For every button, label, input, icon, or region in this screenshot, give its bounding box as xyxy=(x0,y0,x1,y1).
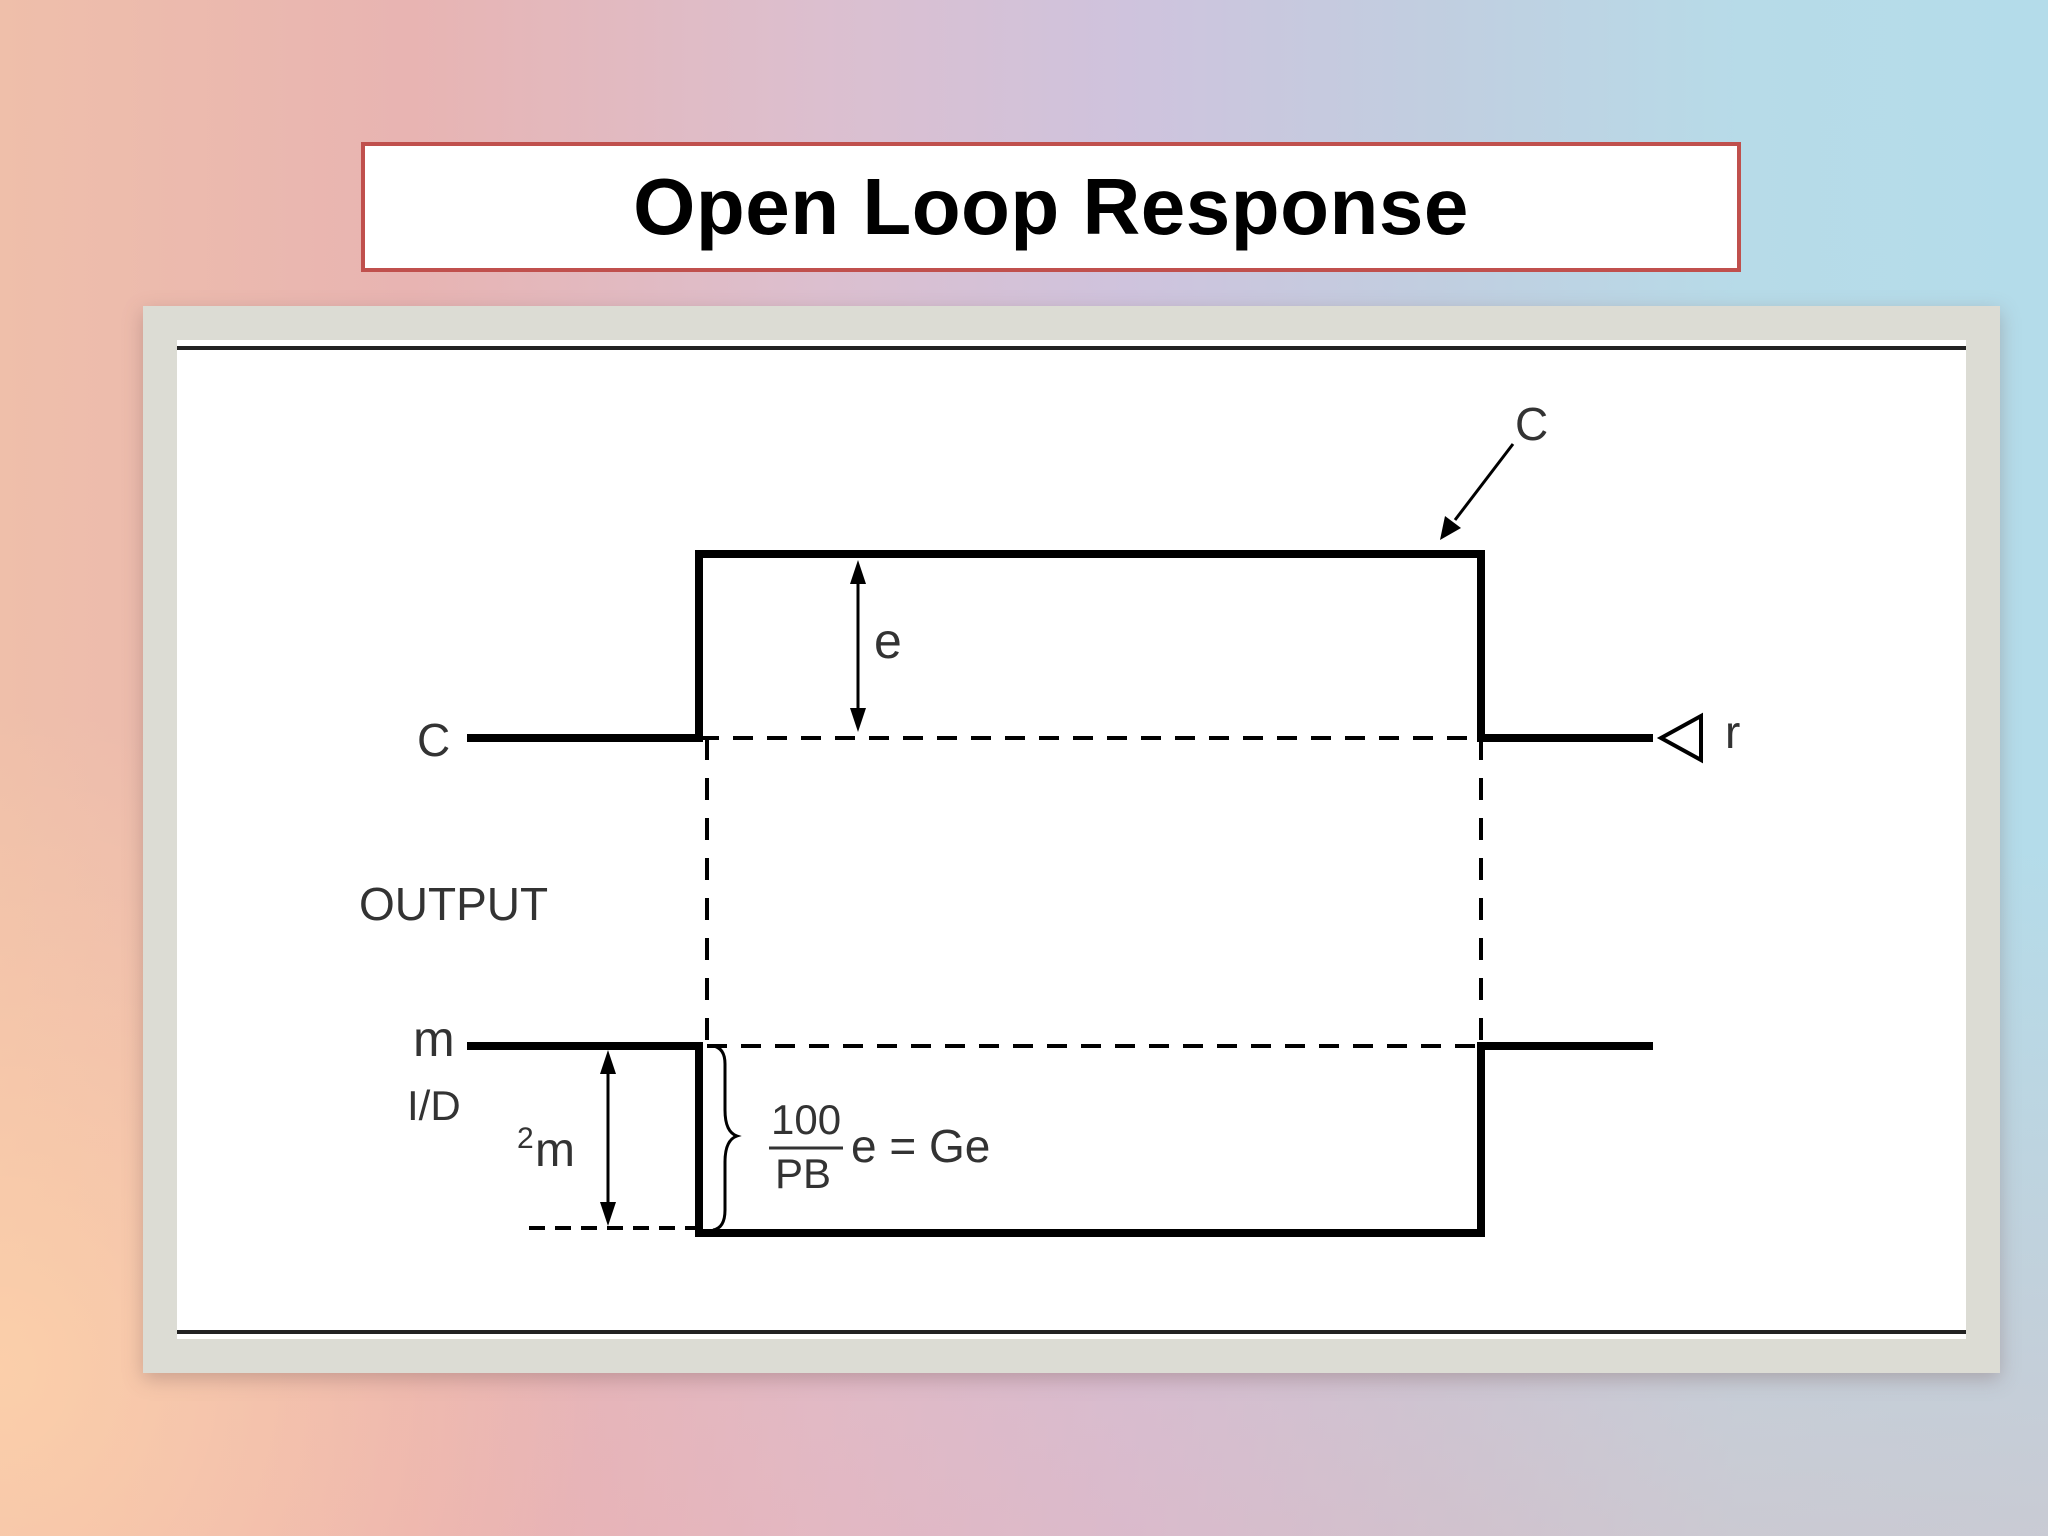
r-label: r xyxy=(1725,706,1740,758)
e-arrow-head-bottom xyxy=(850,708,866,732)
curly-brace xyxy=(712,1044,742,1232)
delta-m-label: m xyxy=(535,1124,575,1177)
page-title: Open Loop Response xyxy=(633,162,1469,251)
title-box: Open Loop Response xyxy=(361,142,1741,272)
delta-m-arrow-head-bottom xyxy=(600,1202,616,1226)
diagram-canvas: C e C r OUTPUT m I/D 2 m 100 PB e = Ge xyxy=(177,340,1966,1339)
output-label: OUTPUT xyxy=(359,878,548,930)
c-left-label: C xyxy=(417,714,450,766)
delta-m-superscript: 2 xyxy=(517,1122,534,1155)
open-loop-diagram: C e C r OUTPUT m I/D 2 m 100 PB e = Ge xyxy=(177,346,1966,1334)
c-top-label: C xyxy=(1515,398,1548,450)
delta-m-arrow-head-top xyxy=(600,1050,616,1074)
id-label: I/D xyxy=(407,1082,461,1129)
c-pointer-line xyxy=(1453,443,1515,521)
e-label: e xyxy=(874,613,902,669)
equation-rhs: e = Ge xyxy=(851,1120,990,1172)
fraction-numerator: 100 xyxy=(771,1096,841,1143)
e-arrow-head-top xyxy=(850,560,866,584)
c-waveform xyxy=(467,550,1653,742)
fraction-denominator: PB xyxy=(775,1150,831,1197)
r-setpoint-triangle xyxy=(1656,712,1703,764)
m-label: m xyxy=(413,1011,455,1067)
diagram-frame: C e C r OUTPUT m I/D 2 m 100 PB e = Ge xyxy=(143,306,2000,1373)
c-pointer-head xyxy=(1440,516,1461,540)
m-waveform xyxy=(467,1042,1653,1237)
